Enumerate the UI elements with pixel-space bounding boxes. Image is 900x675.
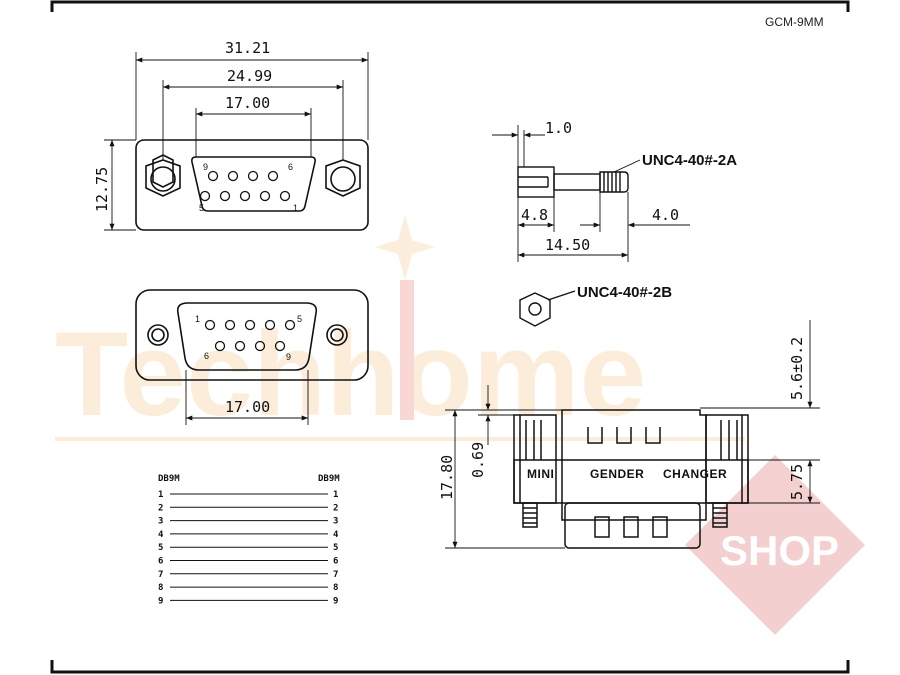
wiring-left-pin: 6 [158,557,163,567]
wiring-right-pin: 1 [333,490,338,500]
dim-height: 12.75 [93,167,111,212]
body-text-mini: MINI [527,467,554,481]
wiring-right-pin: 5 [333,543,338,553]
wiring-left-pin: 8 [158,583,163,593]
wiring-right-pin: 4 [333,530,339,540]
rear-pin-label: 5 [297,314,302,324]
wiring-right-pin: 6 [333,557,338,567]
side-view [513,409,749,549]
dim-screw-neck: 4.8 [521,206,548,224]
wiring-right-pin: 3 [333,517,338,527]
dim-screw-head: 1.0 [545,119,572,137]
screw-dimension-lines [492,125,690,262]
dim-side-plate: 0.69 [469,442,487,478]
body-text-changer: CHANGER [663,467,727,481]
wiring-left-header: DB9M [158,474,180,484]
dim-flange-holes: 24.99 [227,67,272,85]
rear-view [135,289,369,381]
rear-pin-label: 9 [286,352,291,362]
body-text-gender: GENDER [590,467,644,481]
dim-side-lower: 5.75 [788,464,806,500]
wiring-right-pin: 7 [333,570,338,580]
wiring-left-pin: 3 [158,517,163,527]
dim-bottom-shell-width: 17.00 [225,398,270,416]
rear-dimension-lines [185,370,309,425]
watermark: Techhome [55,215,745,441]
shop-text: SHOP [720,527,839,574]
front-pin-label: 6 [288,162,293,172]
watermark-text: Techhome [55,307,646,441]
front-pin-label: 5 [199,203,204,213]
front-pin-label: 1 [293,203,298,213]
front-view [135,139,369,231]
dim-screw-length: 14.50 [545,236,590,254]
rear-pin-label: 1 [195,314,200,324]
wiring-right-header: DB9M [318,474,340,484]
wiring-right-pin: 8 [333,583,338,593]
nut-drawing [519,290,576,327]
front-dimension-lines [104,52,369,231]
dim-overall-width: 31.21 [225,39,270,57]
dim-shell-width: 17.00 [225,94,270,112]
wiring-right-pin: 2 [333,503,338,513]
model-code: GCM-9MM [765,15,824,29]
dim-side-height: 17.80 [438,455,456,500]
wiring-left-pin: 1 [158,490,163,500]
side-dimension-lines [445,320,820,549]
dim-side-top: 5.6±0.2 [788,337,806,400]
shop-badge: SHOP [685,455,865,635]
rear-pins [204,319,296,352]
front-pin-label: 9 [203,162,208,172]
wiring-left-pin: 4 [158,530,164,540]
wiring-left-pin: 7 [158,570,163,580]
dim-screw-thread: 4.0 [652,206,679,224]
nut-part-label: UNC4-40#-2B [577,284,672,301]
screw-drawing [517,166,629,198]
screw-part-label: UNC4-40#-2A [642,152,737,169]
wiring-right-pin: 9 [333,596,338,606]
frame-top [50,0,850,12]
wiring-left-pin: 2 [158,503,163,513]
wiring-left-pin: 9 [158,596,163,606]
rear-pin-label: 6 [204,351,209,361]
frame-bottom [50,660,850,674]
front-pins [199,170,291,202]
wiring-left-pin: 5 [158,543,163,553]
